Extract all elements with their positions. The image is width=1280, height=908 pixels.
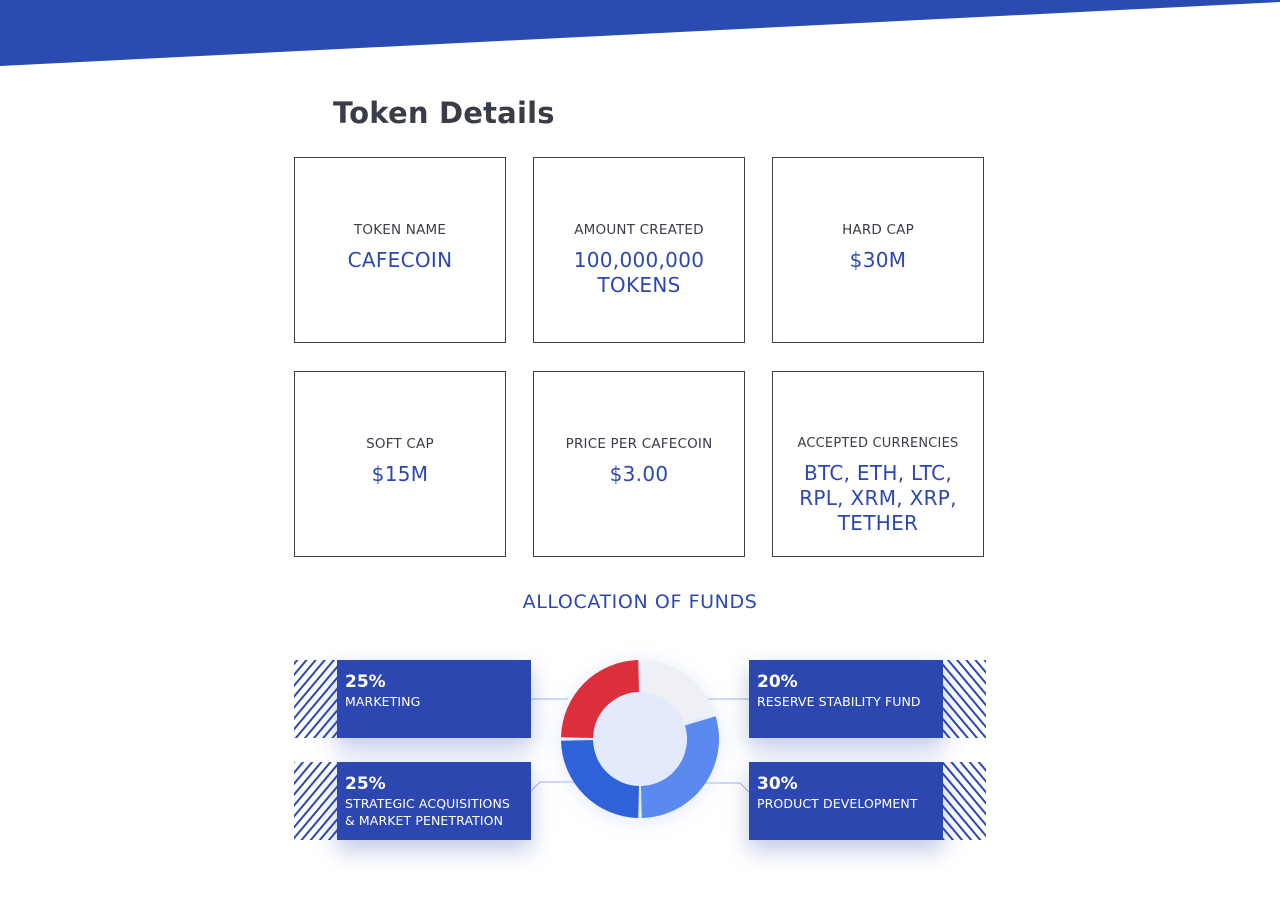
connector-strategic xyxy=(529,781,578,793)
card-label: HARD CAP xyxy=(842,222,914,238)
allocation-box-marketing: 25% MARKETING xyxy=(337,660,531,738)
card-value: 100,000,000 TOKENS xyxy=(573,248,705,297)
allocation-label-line2: & MARKET PENETRATION xyxy=(345,813,504,828)
card-label: AMOUNT CREATED xyxy=(574,222,704,238)
allocation-percent: 30% xyxy=(757,774,798,794)
card-accepted-currencies: ACCEPTED CURRENCIES BTC, ETH, LTC, RPL, … xyxy=(772,371,984,557)
allocation-label: PRODUCT DEVELOPMENT xyxy=(757,796,918,811)
card-value: BTC, ETH, LTC, RPL, XRM, XRP, TETHER xyxy=(799,461,957,535)
donut-slice-product xyxy=(641,716,719,818)
card-value: $3.00 xyxy=(609,462,669,486)
page-title: Token Details xyxy=(333,96,555,130)
hatch-product xyxy=(942,762,986,840)
hatch-reserve xyxy=(942,660,986,738)
allocation-title: ALLOCATION OF FUNDS xyxy=(522,591,758,613)
card-hard-cap: HARD CAP $30M xyxy=(772,157,984,343)
card-soft-cap: SOFT CAP $15M xyxy=(294,371,506,557)
card-amount-created: AMOUNT CREATED 100,000,000 TOKENS xyxy=(533,157,745,343)
donut-slice-marketing xyxy=(561,660,639,738)
allocation-box-reserve: 20% RESERVE STABILITY FUND xyxy=(749,660,943,738)
card-value: $30M xyxy=(849,248,907,272)
card-token-name: TOKEN NAME CAFECOIN xyxy=(294,157,506,343)
donut-slice-reserve xyxy=(641,660,715,724)
card-label: TOKEN NAME xyxy=(353,222,447,238)
allocation-donut xyxy=(561,660,719,818)
top-banner xyxy=(0,0,1280,66)
allocation-percent: 25% xyxy=(345,672,386,692)
donut-slice-strategic xyxy=(561,740,639,818)
card-value: $15M xyxy=(371,462,429,486)
allocation-box-strategic: 25% STRATEGIC ACQUISITIONS & MARKET PENE… xyxy=(337,762,531,840)
allocation-label: RESERVE STABILITY FUND xyxy=(757,694,921,709)
card-price-per-cafecoin: PRICE PER CAFECOIN $3.00 xyxy=(533,371,745,557)
card-label: PRICE PER CAFECOIN xyxy=(565,436,713,452)
allocation-percent: 25% xyxy=(345,774,386,794)
hatch-marketing xyxy=(294,660,338,738)
card-label: SOFT CAP xyxy=(366,436,434,452)
card-label: ACCEPTED CURRENCIES xyxy=(797,436,959,451)
allocation-label: MARKETING xyxy=(345,694,421,709)
allocation-box-product: 30% PRODUCT DEVELOPMENT xyxy=(749,762,943,840)
card-value: CAFECOIN xyxy=(347,248,453,272)
hatch-strategic xyxy=(294,762,338,840)
allocation-label: STRATEGIC ACQUISITIONS xyxy=(345,796,510,811)
allocation-percent: 20% xyxy=(757,672,798,692)
